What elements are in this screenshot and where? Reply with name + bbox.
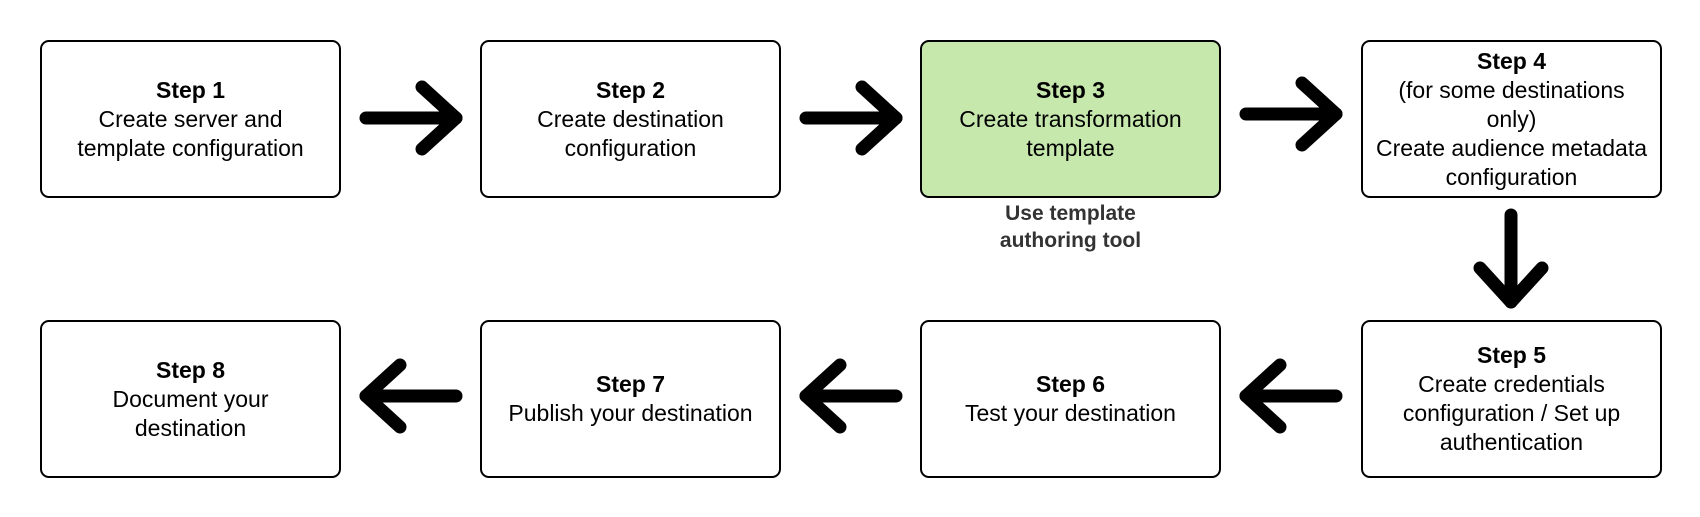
step-8-title: Step 8 — [155, 356, 226, 383]
arrow-down-icon — [1473, 208, 1549, 309]
step-5-box: Step 5 Create credentials configuration … — [1361, 320, 1662, 478]
step-5-title: Step 5 — [1476, 342, 1547, 368]
arrow-left-icon — [1239, 358, 1343, 434]
template-tool-note: Use template authoring tool — [920, 200, 1221, 254]
step-2-title: Step 2 — [595, 76, 666, 103]
step-5-desc-line-1: Create credentials — [1418, 371, 1605, 397]
step-1-box: Step 1 Create server and template config… — [40, 40, 341, 198]
step-3-desc-line-1: Create transformation — [959, 105, 1182, 132]
template-tool-note-line-2: authoring tool — [999, 229, 1142, 252]
arrow-right-icon — [359, 80, 463, 156]
step-5-desc-line-2: configuration / Set up — [1402, 400, 1621, 426]
step-8-desc-line-1: Document your — [112, 385, 269, 412]
step-7-title: Step 7 — [595, 371, 666, 397]
arrow-left-icon — [359, 358, 463, 434]
step-2-box: Step 2 Create destination configuration — [480, 40, 781, 198]
template-tool-note-line-1: Use template — [1005, 202, 1136, 225]
step-4-desc-line-1: (for some destinations — [1398, 76, 1625, 103]
arrow-right-icon — [1239, 76, 1343, 152]
step-7-desc-line-1: Publish your destination — [508, 400, 753, 426]
step-8-box: Step 8 Document your destination — [40, 320, 341, 478]
step-3-box: Step 3 Create transformation template — [920, 40, 1221, 198]
step-4-title: Step 4 — [1476, 47, 1547, 74]
step-6-desc-line-1: Test your destination — [965, 400, 1176, 426]
step-8-desc-line-2: destination — [134, 414, 247, 441]
step-4-desc-line-3: Create audience metadata — [1375, 134, 1648, 161]
step-2-desc-line-2: configuration — [564, 134, 697, 161]
step-4-desc-line-2: only) — [1486, 105, 1537, 132]
step-5-desc-line-3: authentication — [1439, 429, 1584, 455]
step-4-desc-line-4: configuration — [1445, 163, 1578, 190]
arrow-right-icon — [799, 80, 903, 156]
step-2-desc-line-1: Create destination — [537, 105, 724, 132]
step-1-title: Step 1 — [155, 76, 226, 103]
step-6-title: Step 6 — [1035, 371, 1106, 397]
step-1-desc-line-2: template configuration — [77, 134, 304, 161]
step-7-box: Step 7 Publish your destination — [480, 320, 781, 478]
arrow-left-icon — [799, 358, 903, 434]
step-3-title: Step 3 — [1035, 76, 1106, 103]
step-1-desc-line-1: Create server and — [98, 105, 283, 132]
step-4-box: Step 4 (for some destinations only) Crea… — [1361, 40, 1662, 198]
step-6-box: Step 6 Test your destination — [920, 320, 1221, 478]
step-3-desc-line-2: template — [1026, 134, 1115, 161]
